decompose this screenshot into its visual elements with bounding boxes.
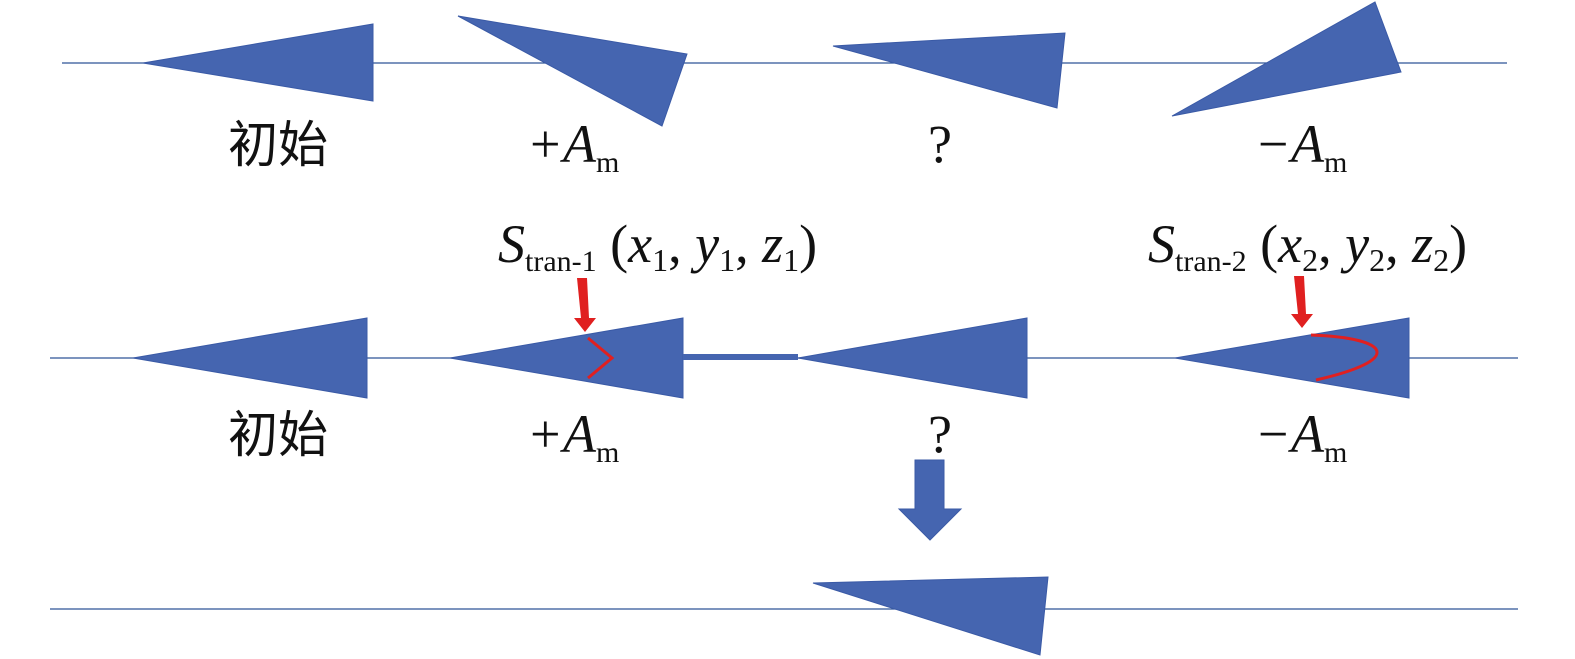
row2-label-unknown: ? (928, 404, 952, 464)
down-arrow-icon (897, 459, 963, 541)
pointer-arrow-1 (574, 278, 596, 332)
row1-label-unknown: ? (928, 114, 952, 174)
crack-mark-1 (587, 336, 615, 380)
row2-label-initial: 初始 (228, 406, 328, 464)
row2-label-plus-am: +Am (527, 404, 620, 469)
row3-wedge-result (812, 576, 1049, 656)
crack-mark-2 (1310, 333, 1379, 382)
row2-wedge-initial (132, 317, 368, 399)
row1-wedge-plus-am (457, 15, 688, 127)
row1-wedge-initial (142, 23, 374, 102)
row1-label-initial: 初始 (228, 116, 328, 174)
pointer-arrow-2 (1291, 276, 1313, 328)
row1-wedge-unknown (832, 32, 1066, 109)
row1-label-minus-am: −Am (1255, 114, 1348, 179)
transition-point-1-label: Stran-1 (x1, y1, z1) (498, 214, 817, 278)
row2-label-minus-am: −Am (1255, 404, 1348, 469)
row2-wedge-unknown (797, 317, 1028, 399)
row1-label-plus-am: +Am (527, 114, 620, 179)
transition-point-2-label: Stran-2 (x2, y2, z2) (1148, 214, 1467, 278)
row2-wedge-plus-am (449, 317, 684, 399)
row1-wedge-minus-am (1171, 1, 1402, 117)
